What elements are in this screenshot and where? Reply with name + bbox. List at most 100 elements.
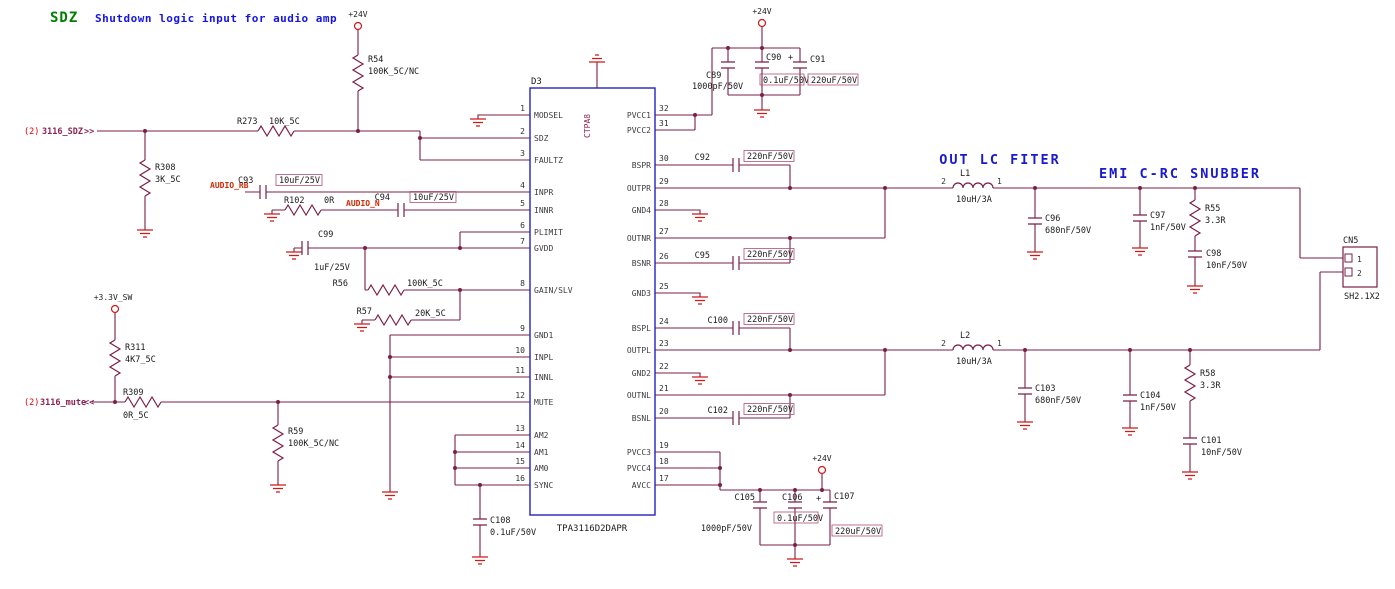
junction-dot <box>883 348 887 352</box>
value: 680nF/50V <box>1045 226 1091 236</box>
pin-number: 1 <box>1357 255 1362 264</box>
value: 220nF/50V <box>747 315 793 325</box>
capacitor-C95: C95 220nF/50V <box>695 248 795 270</box>
pin-name: GND4 <box>632 206 651 215</box>
value: 0R <box>324 196 335 206</box>
pin-number: 12 <box>515 391 525 400</box>
ref: C90 <box>766 53 781 63</box>
value: 10nF/50V <box>1206 261 1247 271</box>
value: 3K_5C <box>155 175 181 185</box>
ic-designator: D3 <box>531 77 542 87</box>
pin-name: FAULTZ <box>534 156 563 165</box>
capacitor-symbol <box>1133 214 1147 222</box>
value: 680nF/50V <box>1035 396 1081 406</box>
pin-number: 4 <box>520 181 525 190</box>
capacitor-C99: C99 1uF/25V <box>301 230 350 273</box>
resistor-R311: R311 4K7_5C <box>108 339 156 377</box>
ref: C89 <box>706 71 721 81</box>
junction-dot <box>1023 348 1027 352</box>
power-3v3-label: +3.3V_SW <box>94 293 133 302</box>
pin-name: AM0 <box>534 464 549 473</box>
pin-number: 26 <box>659 252 669 261</box>
ground-icon <box>1181 471 1199 480</box>
power-3v3-icon <box>110 304 120 314</box>
value: 220uF/50V <box>835 527 881 537</box>
pin-number: 7 <box>520 237 525 246</box>
resistor-R59: R59 100K_5C/NC <box>271 424 339 462</box>
junction-dot <box>453 450 457 454</box>
wire-sdz-faultz-net <box>97 30 530 230</box>
value: 1uF/25V <box>314 263 350 273</box>
junction-dot <box>363 246 367 250</box>
ground-icon <box>691 376 709 385</box>
pin-name: AM1 <box>534 448 549 457</box>
junction-dot <box>788 186 792 190</box>
pin-number: 2 <box>941 339 946 348</box>
capacitor-symbol <box>1123 394 1137 402</box>
pin-number: 2 <box>941 177 946 186</box>
junction-dot <box>143 129 147 133</box>
ref: L1 <box>960 169 970 179</box>
ground-icon <box>1121 427 1139 436</box>
power-24v-icon <box>353 21 363 31</box>
power-24v-icon <box>817 465 827 475</box>
power-24v-icon <box>757 18 767 28</box>
junction-dots <box>113 46 1197 547</box>
value: 20K_5C <box>415 309 446 319</box>
junction-dot <box>388 375 392 379</box>
power-24v-label: +24V <box>812 454 831 463</box>
value-box <box>743 313 795 325</box>
value-box <box>409 191 457 203</box>
capacitor-symbol <box>259 185 267 199</box>
capacitor-C100: C100 220nF/50V <box>708 313 795 335</box>
junction-dot <box>793 488 797 492</box>
value: 100K_5C/NC <box>288 439 339 449</box>
pin-name: INPR <box>534 188 553 197</box>
wire-mute-am-sync-net <box>92 312 530 557</box>
junction-dot <box>1138 186 1142 190</box>
resistor-symbol <box>257 124 295 138</box>
capacitor-C103: C103 680nF/50V <box>1018 384 1081 406</box>
pin-number: 3 <box>520 149 525 158</box>
resistor-R308: R308 3K_5C <box>138 159 181 197</box>
pin-number: 8 <box>520 279 525 288</box>
ground-icon <box>381 491 399 500</box>
value: 10uF/25V <box>279 176 320 186</box>
sheet-header: SDZ Shutdown logic input for audio amp <box>50 10 337 26</box>
resistor-symbol <box>374 313 412 327</box>
value-box <box>759 73 805 86</box>
capacitor-C106: C106 0.1uF/50V <box>773 493 823 524</box>
ground-icon <box>1026 251 1044 260</box>
pin-name: SDZ <box>534 134 549 143</box>
resistor-R57: R57 20K_5C <box>357 307 446 327</box>
pin-name: PVCC2 <box>627 126 651 135</box>
pin-name: GVDD <box>534 244 553 253</box>
power-24v-label: +24V <box>348 10 367 19</box>
junction-dot <box>788 393 792 397</box>
value: 1nF/50V <box>1140 403 1176 413</box>
pin-number: 19 <box>659 441 669 450</box>
pin-name: OUTPR <box>627 184 651 193</box>
mute-arrow-icon: << <box>84 398 94 408</box>
sdz-sheet-ref: (2) <box>24 127 39 137</box>
pin-number: 9 <box>520 324 525 333</box>
capacitor-symbol <box>788 501 802 509</box>
inductor-L1: L1 10uH/3A 2 1 <box>941 169 1002 205</box>
value-box <box>743 248 795 260</box>
pin-name: MUTE <box>534 398 553 407</box>
pin-name: INNR <box>534 206 553 215</box>
junction-dot <box>718 483 722 487</box>
pin-number: 5 <box>520 199 525 208</box>
